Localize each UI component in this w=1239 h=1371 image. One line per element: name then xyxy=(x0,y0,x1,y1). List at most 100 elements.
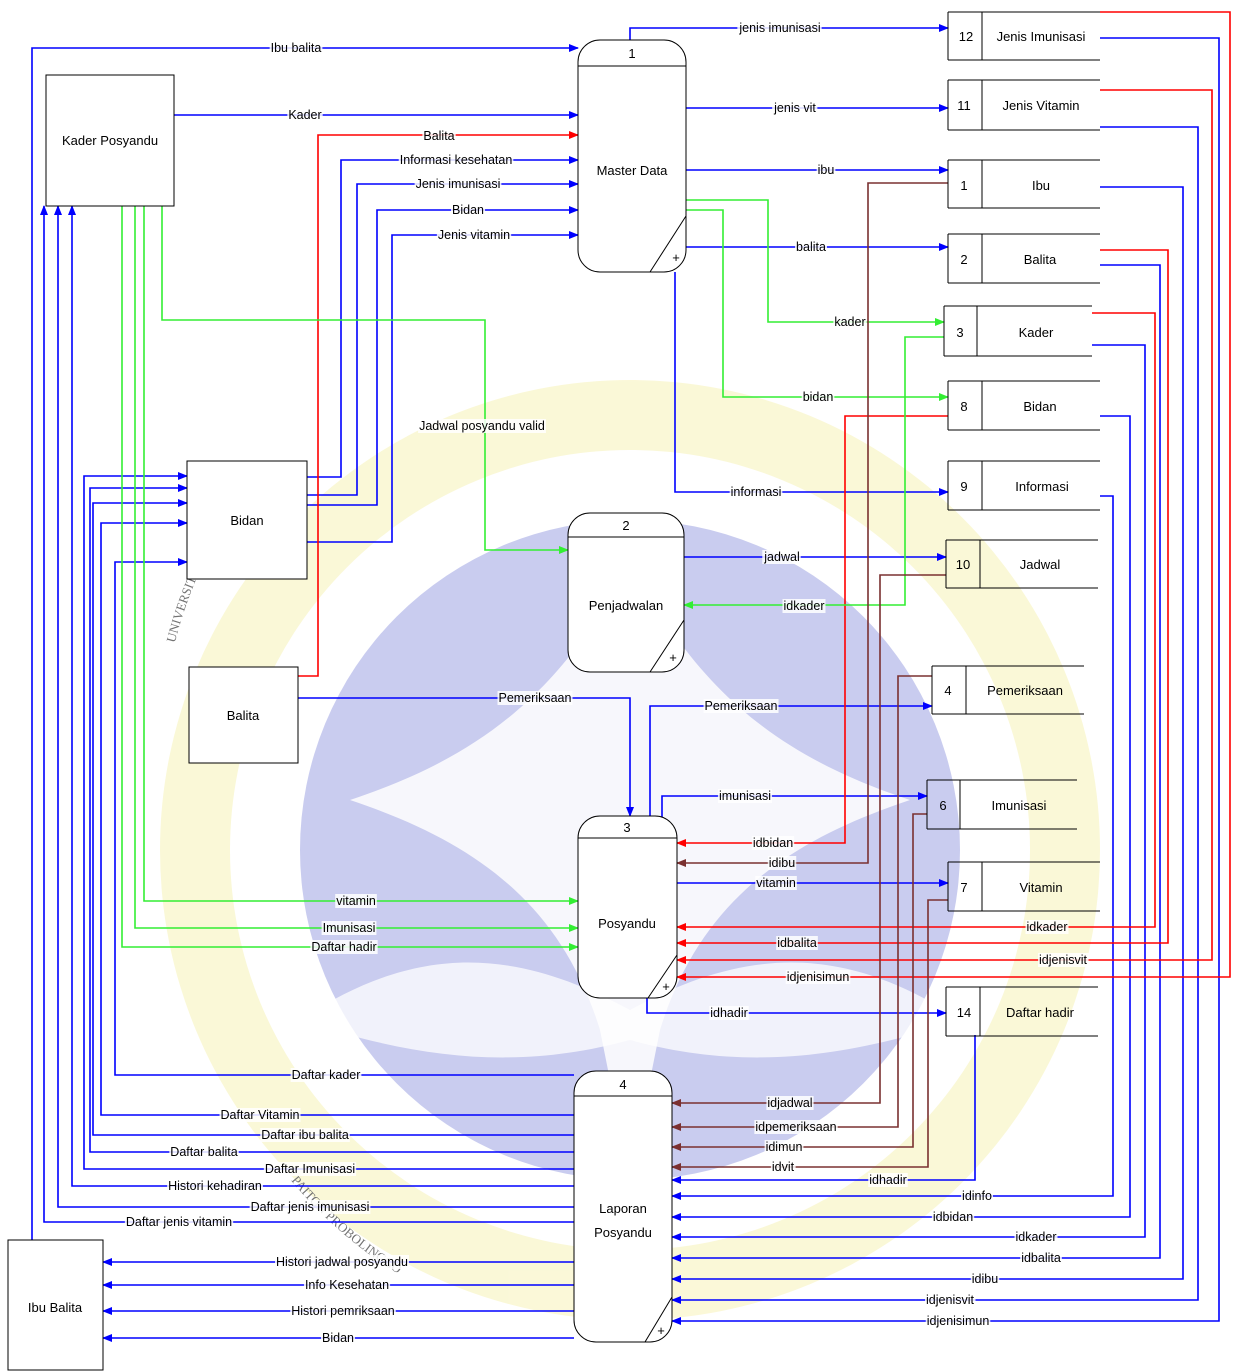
store-number: 10 xyxy=(956,557,970,572)
process-number: 2 xyxy=(622,518,629,533)
process-2-penjadwalan: 2 Penjadwalan + xyxy=(567,512,685,673)
process-name: Posyandu xyxy=(598,916,656,931)
store-name: Informasi xyxy=(1015,479,1069,494)
flow-label: idimun xyxy=(766,1140,803,1154)
flow-label: idvit xyxy=(772,1160,795,1174)
store-9-informasi: 9 Informasi xyxy=(947,460,1100,511)
process-4-laporan-posyandu: 4 Laporan Posyandu + xyxy=(573,1070,673,1343)
entity-label: Kader Posyandu xyxy=(62,133,158,148)
flow-label: balita xyxy=(796,240,826,254)
store-number: 1 xyxy=(960,178,967,193)
store-8-bidan: 8 Bidan xyxy=(947,380,1100,431)
flow-label: idhadir xyxy=(869,1173,907,1187)
process-name: Penjadwalan xyxy=(589,598,663,613)
store-number: 9 xyxy=(960,479,967,494)
svg-text:+: + xyxy=(669,650,677,665)
flow-label: idkader xyxy=(1016,1230,1057,1244)
store-11-jenis-vitamin: 11 Jenis Vitamin xyxy=(947,79,1100,131)
store-number: 2 xyxy=(960,252,967,267)
blue-flows xyxy=(31,24,1220,1342)
store-3-kader: 3 Kader xyxy=(943,305,1092,357)
flow-label: idbidan xyxy=(933,1210,973,1224)
flow-label: idjadwal xyxy=(767,1096,812,1110)
flow-label: Informasi kesehatan xyxy=(400,153,513,167)
store-name: Pemeriksaan xyxy=(987,683,1063,698)
flow-label: Balita xyxy=(423,129,454,143)
entity-ibu-balita: Ibu Balita xyxy=(7,1239,104,1371)
flow-label: idkader xyxy=(1027,920,1068,934)
store-number: 3 xyxy=(956,325,963,340)
flow-label: idbalita xyxy=(1021,1251,1061,1265)
svg-text:+: + xyxy=(672,250,680,265)
flow-label: idibu xyxy=(972,1272,998,1286)
store-1-ibu: 1 Ibu xyxy=(947,159,1100,209)
flow-label: idjenisimun xyxy=(927,1314,990,1328)
store-7-vitamin: 7 Vitamin xyxy=(947,861,1100,912)
flow-label: Imunisasi xyxy=(323,921,376,935)
flow-label: jenis imunisasi xyxy=(738,21,820,35)
store-number: 6 xyxy=(939,798,946,813)
process-number: 4 xyxy=(619,1077,626,1092)
store-6-imunisasi: 6 Imunisasi xyxy=(926,779,1077,830)
store-number: 4 xyxy=(944,683,951,698)
svg-text:+: + xyxy=(662,979,670,994)
store-number: 8 xyxy=(960,399,967,414)
flow-label: Daftar Vitamin xyxy=(221,1108,300,1122)
flow-label: kader xyxy=(834,315,865,329)
flow-label: Daftar ibu balita xyxy=(261,1128,349,1142)
entity-balita: Balita xyxy=(188,666,299,764)
store-2-balita: 2 Balita xyxy=(947,233,1100,284)
store-name: Balita xyxy=(1024,252,1057,267)
flow-label: informasi xyxy=(731,485,782,499)
store-name: Jenis Imunisasi xyxy=(997,29,1086,44)
store-number: 7 xyxy=(960,880,967,895)
store-name: Ibu xyxy=(1032,178,1050,193)
entity-label: Bidan xyxy=(230,513,263,528)
store-4-pemeriksaan: 4 Pemeriksaan xyxy=(931,665,1084,715)
store-name: Jadwal xyxy=(1020,557,1061,572)
flow-label: Jenis vitamin xyxy=(438,228,510,242)
flow-label: idhadir xyxy=(710,1006,748,1020)
flow-label: idjenisvit xyxy=(926,1293,974,1307)
flow-label: vitamin xyxy=(756,876,796,890)
flow-label: Bidan xyxy=(452,203,484,217)
process-name: Posyandu xyxy=(594,1225,652,1240)
entity-label: Ibu Balita xyxy=(28,1300,83,1315)
store-name: Vitamin xyxy=(1019,880,1062,895)
flow-label: idjenisvit xyxy=(1039,953,1087,967)
process-number: 1 xyxy=(628,46,635,61)
process-number: 3 xyxy=(623,820,630,835)
flow-label: idbidan xyxy=(753,836,793,850)
store-number: 11 xyxy=(957,98,971,113)
flow-label: Daftar Imunisasi xyxy=(265,1162,355,1176)
flow-label: idbalita xyxy=(777,936,817,950)
flow-label: Histori jadwal posyandu xyxy=(276,1255,408,1269)
process-1-master-data: 1 Master Data + xyxy=(577,39,687,273)
store-name: Jenis Vitamin xyxy=(1002,98,1079,113)
flow-label: Daftar jenis imunisasi xyxy=(251,1200,370,1214)
flow-label: imunisasi xyxy=(719,789,771,803)
process-name: Laporan xyxy=(599,1201,647,1216)
store-10-jadwal: 10 Jadwal xyxy=(945,539,1098,589)
flow-label: jadwal xyxy=(763,550,799,564)
flow-label: idibu xyxy=(769,856,795,870)
flow-label: Pemeriksaan xyxy=(705,699,778,713)
store-12-jenis-imunisasi: 12 Jenis Imunisasi xyxy=(947,11,1100,61)
store-number: 14 xyxy=(957,1005,971,1020)
flow-label: Pemeriksaan xyxy=(499,691,572,705)
flow-label: Info Kesehatan xyxy=(305,1278,389,1292)
flow-label: idinfo xyxy=(962,1189,992,1203)
flow-label: Daftar jenis vitamin xyxy=(126,1215,232,1229)
svg-text:+: + xyxy=(657,1323,665,1338)
store-name: Imunisasi xyxy=(992,798,1047,813)
flow-label: Daftar balita xyxy=(170,1145,237,1159)
flow-label: Daftar hadir xyxy=(311,940,376,954)
flow-label: Histori pemriksaan xyxy=(291,1304,395,1318)
entity-kader-posyandu: Kader Posyandu xyxy=(45,74,175,207)
flow-label: Kader xyxy=(288,108,321,122)
process-name: Master Data xyxy=(597,163,669,178)
entity-bidan: Bidan xyxy=(186,460,308,580)
store-14-daftar-hadir: 14 Daftar hadir xyxy=(945,986,1098,1037)
flow-label: idkader xyxy=(784,599,825,613)
